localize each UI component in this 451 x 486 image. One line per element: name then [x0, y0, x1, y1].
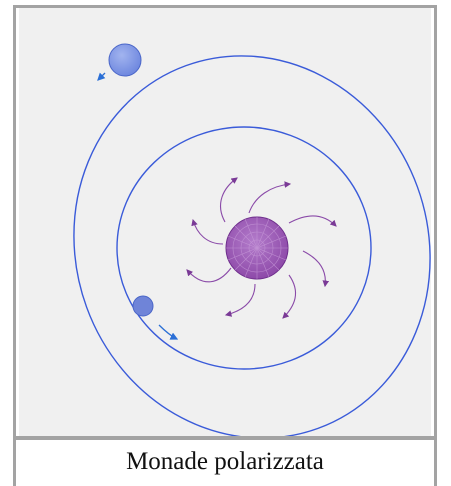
spiral-arrow-icon — [302, 250, 330, 288]
monad-diagram — [73, 43, 431, 436]
planet-icon — [108, 43, 142, 77]
planet-icon — [132, 295, 154, 317]
caption-separator — [16, 436, 434, 440]
figure-caption: Monade polarizzata — [126, 448, 324, 475]
outer-orbit — [73, 55, 431, 436]
figure-panel — [19, 8, 431, 436]
spiral-arrow-icon — [288, 215, 337, 227]
inner-orbit — [116, 126, 372, 370]
figure-frame: Monade polarizzata — [13, 5, 437, 486]
spiral-arrow-icon — [282, 274, 297, 319]
direction-arrow-icon — [97, 72, 106, 81]
spiral-arrows — [186, 177, 337, 319]
spiral-arrow-icon — [186, 267, 232, 283]
spiral-arrow-icon — [224, 283, 256, 317]
sun-icon — [225, 216, 289, 280]
direction-arrow-icon — [158, 324, 179, 340]
spiral-arrow-icon — [248, 181, 292, 214]
spiral-arrow-icon — [191, 218, 224, 245]
spiral-arrow-icon — [220, 177, 238, 223]
